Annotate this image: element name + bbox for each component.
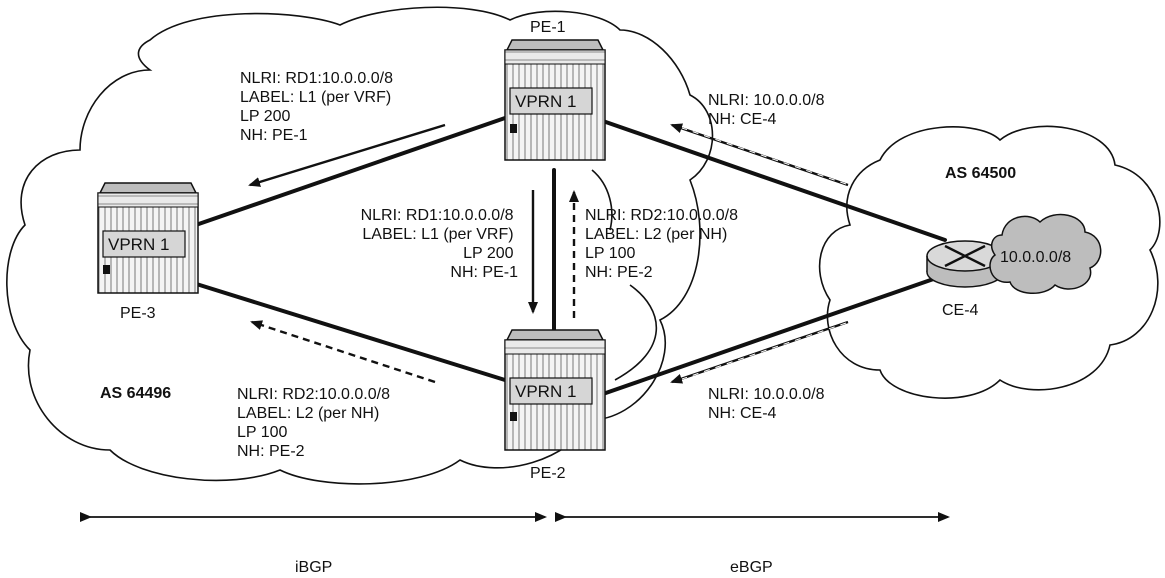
- route-line: NH: PE-1: [450, 264, 518, 281]
- route-line: NH: PE-1: [240, 127, 308, 144]
- pe2-name: PE-2: [530, 465, 566, 482]
- ebgp-label: eBGP: [730, 559, 773, 576]
- loop-curve-pe1: [591, 169, 613, 231]
- route-ce4-to-pe1: NLRI: 10.0.0.0/8 NH: CE-4: [708, 92, 829, 128]
- route-line: NLRI: RD2:10.0.0.0/8: [585, 207, 738, 224]
- link-pe3-pe2: [188, 280, 507, 382]
- route-line: LABEL: L2 (per NH): [585, 226, 727, 243]
- router-pe3: VPRN 1: [97, 182, 199, 294]
- ce4-name: CE-4: [942, 302, 979, 319]
- pe3-vprn-label: VPRN 1: [108, 235, 169, 254]
- router-pe2: VPRN 1: [504, 329, 606, 451]
- route-line: LP 200: [240, 108, 291, 125]
- route-line: NLRI: 10.0.0.0/8: [708, 386, 825, 403]
- route-line: NH: PE-2: [237, 443, 305, 460]
- router-ce4: [926, 240, 1004, 288]
- router-pe1: VPRN 1: [504, 39, 606, 161]
- route-line: NH: CE-4: [708, 405, 777, 422]
- pe2-vprn-label: VPRN 1: [515, 382, 576, 401]
- ibgp-label: iBGP: [295, 559, 332, 576]
- pe1-vprn-label: VPRN 1: [515, 92, 576, 111]
- route-pe1-to-pe3: NLRI: RD1:10.0.0.0/8 LABEL: L1 (per VRF)…: [240, 70, 397, 144]
- link-pe2-ce4: [598, 273, 947, 397]
- link-pe1-ce4: [598, 118, 947, 242]
- router-cross-icon: [944, 244, 986, 268]
- route-line: NH: CE-4: [708, 111, 777, 128]
- route-line: NLRI: RD2:10.0.0.0/8: [237, 386, 390, 403]
- route-line: NLRI: RD1:10.0.0.0/8: [240, 70, 393, 87]
- link-pe1-pe3: [188, 116, 507, 229]
- route-line: LABEL: L1 (per VRF): [362, 226, 513, 243]
- route-pe1-to-pe2: NLRI: RD1:10.0.0.0/8 LABEL: L1 (per VRF)…: [361, 207, 519, 281]
- route-line: LABEL: L1 (per VRF): [240, 89, 391, 106]
- route-pe2-to-pe1: NLRI: RD2:10.0.0.0/8 LABEL: L2 (per NH) …: [585, 207, 742, 281]
- pe3-name: PE-3: [120, 305, 156, 322]
- arrow-ce4-to-pe1-inner: [681, 127, 847, 185]
- arrow-pe2-to-pe3: [250, 320, 436, 384]
- route-line: LP 100: [585, 245, 636, 262]
- arrow-ce4-to-pe2-inner: [681, 322, 847, 380]
- as-label-right: AS 64500: [945, 165, 1016, 182]
- route-line: LP 100: [237, 424, 288, 441]
- route-line: NH: PE-2: [585, 264, 653, 281]
- loop-curve-pe2: [614, 284, 658, 381]
- route-line: LP 200: [463, 245, 514, 262]
- as-label-left: AS 64496: [100, 385, 171, 402]
- route-ce4-to-pe2: NLRI: 10.0.0.0/8 NH: CE-4: [708, 386, 829, 422]
- route-line: NLRI: 10.0.0.0/8: [708, 92, 825, 109]
- route-line: LABEL: L2 (per NH): [237, 405, 379, 422]
- prefix-cloud: [989, 213, 1102, 294]
- route-line: NLRI: RD1:10.0.0.0/8: [361, 207, 514, 224]
- arrow-pe1-to-pe3: [248, 123, 446, 187]
- route-pe2-to-pe3: NLRI: RD2:10.0.0.0/8 LABEL: L2 (per NH) …: [237, 386, 394, 460]
- pe1-name: PE-1: [530, 19, 566, 36]
- prefix-cloud-label: 10.0.0.0/8: [1000, 249, 1071, 266]
